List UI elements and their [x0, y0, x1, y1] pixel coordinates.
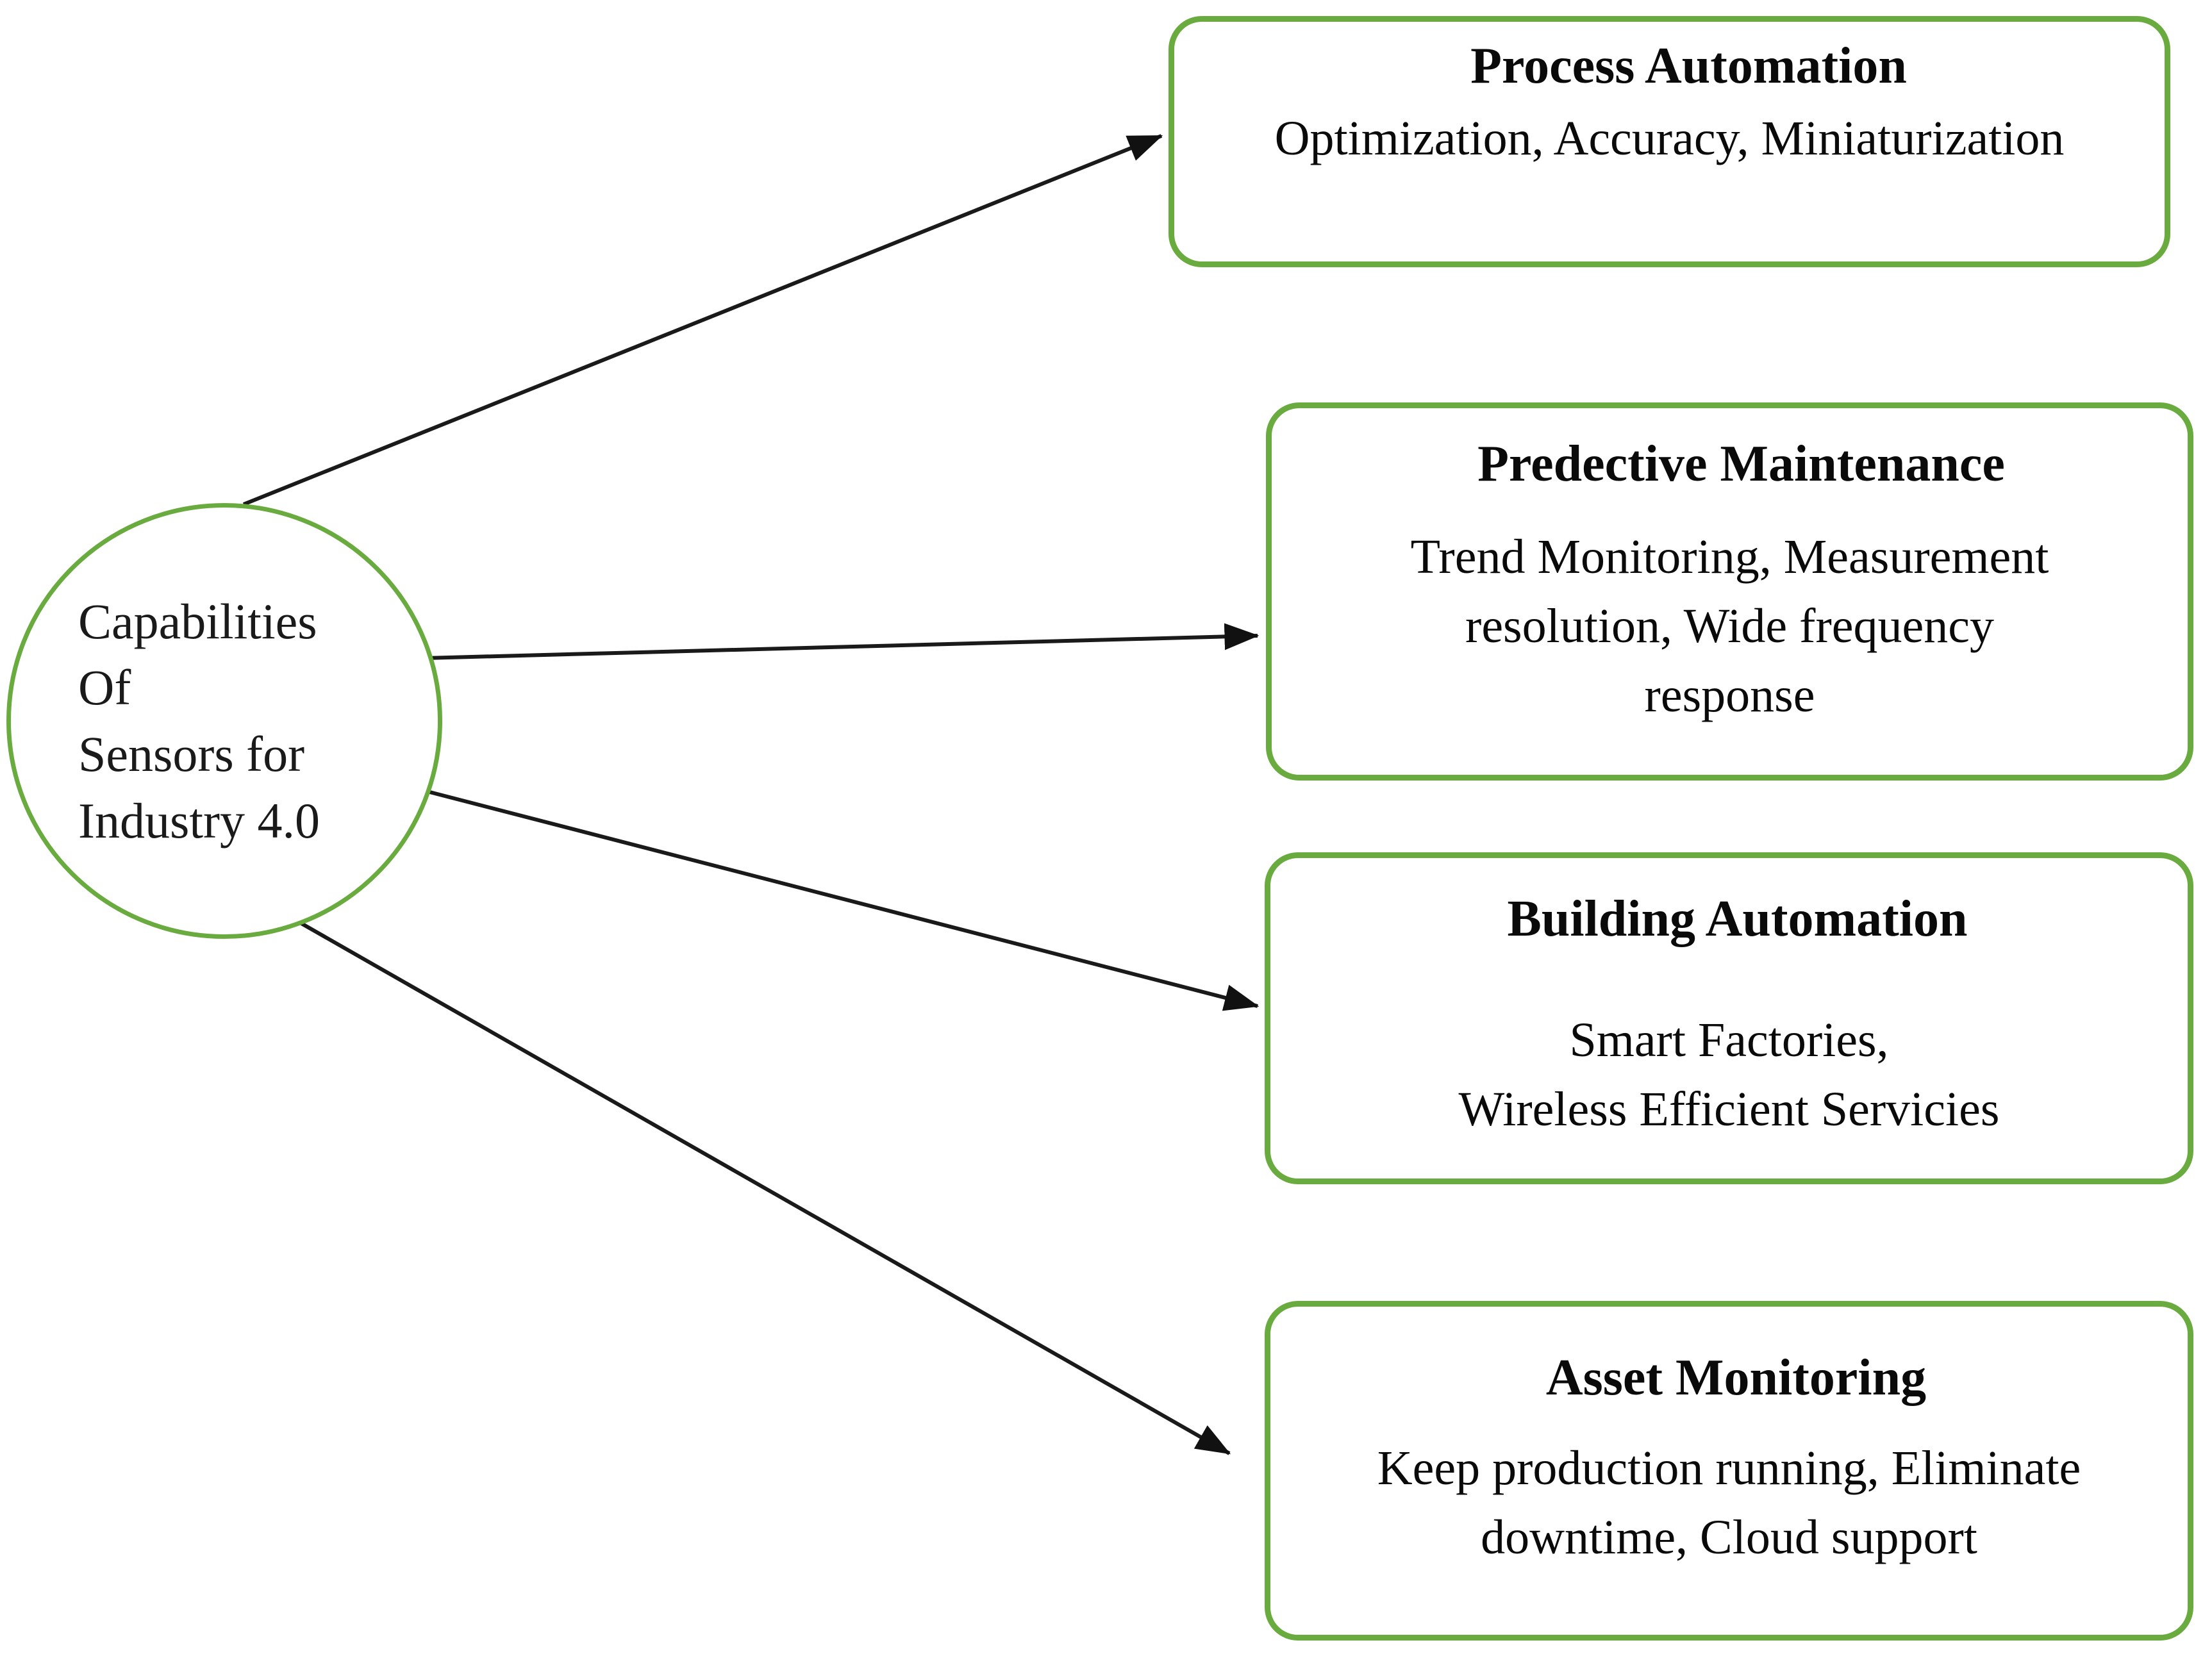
card-body-predective-maintenance: Trend Monitoring, Measurement resolution…	[1411, 523, 2049, 731]
card-title-predective-maintenance: Predective Maintenance	[1477, 436, 2005, 492]
hub-label-line-2: Of	[78, 659, 131, 716]
card-body-process-automation: Optimization, Accuracy, Miniaturization	[1275, 104, 2065, 174]
card-process-automation[interactable]: Process Automation Optimization, Accurac…	[1168, 16, 2170, 267]
card-body-line: resolution, Wide frequency	[1465, 599, 1994, 653]
hub-label: Capabilities Of Sensors for Industry 4.0	[78, 588, 320, 854]
card-body-line: response	[1644, 668, 1815, 722]
card-body-line: Keep production running, Eliminate	[1377, 1441, 2081, 1495]
card-title-asset-monitoring: Asset Monitoring	[1545, 1350, 1927, 1406]
card-body-building-automation: Smart Factories, Wireless Efficient Serv…	[1459, 1006, 2000, 1145]
card-body-line: Trend Monitoring, Measurement	[1410, 530, 2049, 584]
card-predective-maintenance[interactable]: Predective Maintenance Trend Monitoring,…	[1266, 402, 2193, 781]
connector-to-building-automation	[419, 788, 1260, 1011]
card-body-line: Smart Factories,	[1569, 1013, 1889, 1067]
card-building-automation[interactable]: Building Automation Smart Factories, Wir…	[1265, 852, 2193, 1184]
card-title-process-automation: Process Automation	[1470, 38, 1907, 94]
connector-to-asset-monitoring	[297, 920, 1231, 1455]
connector-to-predective-maintenance	[424, 623, 1260, 660]
card-body-asset-monitoring: Keep production running, Eliminate downt…	[1377, 1434, 2081, 1573]
hub-node-capabilities[interactable]: Capabilities Of Sensors for Industry 4.0	[6, 503, 442, 939]
hub-label-line-3: Sensors for	[78, 726, 305, 782]
connector-to-process-automation	[242, 134, 1163, 506]
card-body-line: Optimization, Accuracy, Miniaturization	[1274, 112, 2065, 165]
card-asset-monitoring[interactable]: Asset Monitoring Keep production running…	[1265, 1301, 2193, 1641]
hub-label-line-4: Industry 4.0	[78, 792, 320, 848]
card-body-line: downtime, Cloud support	[1481, 1510, 1977, 1564]
card-body-line: Wireless Efficient Servicies	[1458, 1082, 2000, 1136]
hub-label-line-1: Capabilities	[78, 593, 317, 649]
card-title-building-automation: Building Automation	[1507, 891, 1968, 947]
